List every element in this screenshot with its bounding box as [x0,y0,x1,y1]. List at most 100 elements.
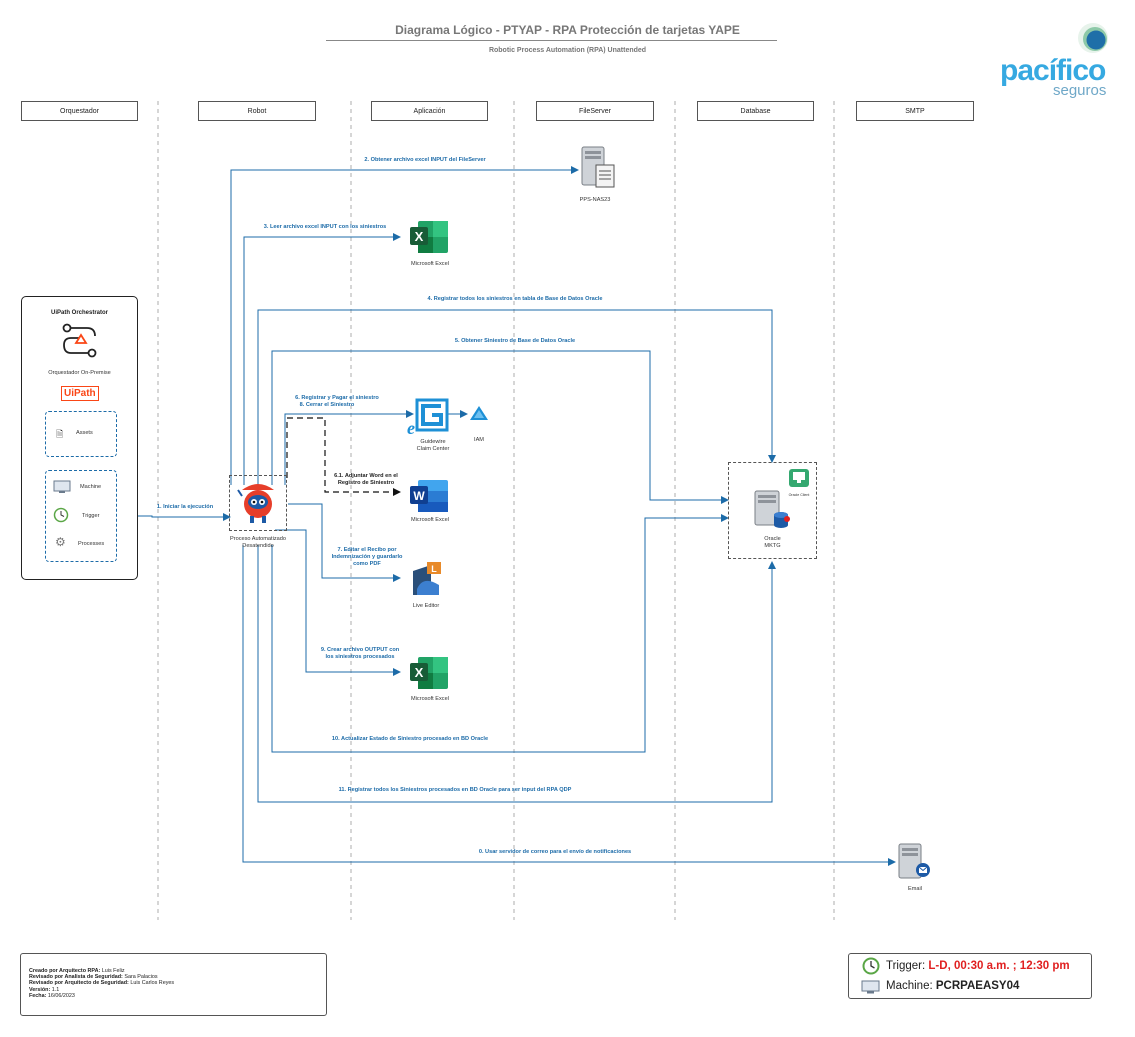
trigger-label: Trigger [82,513,100,519]
arrow-step-3 [243,233,401,485]
step-5-label: 5. Obtener Siniestro de Base de Datos Or… [454,338,576,344]
arrow-step-6-1 [286,417,401,496]
azure-iam-icon [469,405,489,428]
created-by-label: Creado por Arquitecto RPA: [29,968,101,974]
step-9-label-1: 9. Crear archivo OUTPUT con [320,647,400,653]
oracle-client-icon [789,469,809,492]
live-editor-icon: L [409,561,443,602]
email-label: Email [908,886,922,892]
machine-label-text: Machine: [886,980,933,992]
trigger-label-text: Trigger: [886,960,926,972]
pacifico-logo: pacífico seguros [1000,18,1115,100]
step-1-label: 1. Iniciar la ejecución [156,504,214,510]
authorship-lines: Creado por Arquitecto RPA: Luis Feliz Re… [29,968,174,999]
assets-label: Assets [76,430,93,436]
svg-text:L: L [431,564,437,574]
server-icon [580,145,616,194]
iam-label: IAM [474,437,484,443]
step-11-label: 11. Registrar todos los Siniestros proce… [338,787,572,793]
step-6-1-label-1: 6.1. Adjuntar Word en el [334,473,398,479]
trigger-box: Trigger: L-D, 00:30 a.m. ; 12:30 pm Mach… [848,953,1092,999]
step-9-label-2: los siniestros procesados [325,654,395,660]
robot-caption-2: Desatendido [242,543,274,549]
arrow-step-6 [284,410,414,485]
diagram-title: Diagrama Lógico - PTYAP - RPA Protección… [395,23,740,37]
orchestrator-caption: Orquestador On-Premise [48,370,111,376]
orchestrator-icon [61,323,99,364]
resources-group: Machine Trigger ⚙ Processes [45,470,117,562]
trigger-clock-icon [861,957,881,980]
security-analyst-value: Sara Palacios [124,974,158,981]
arrow-step-7 [288,503,401,582]
security-architect-label: Revisado por Arquitecto de Seguridad: [29,980,129,987]
step-7-label-2: Indemnización y guardarlo [331,554,403,560]
svg-text:W: W [413,489,425,503]
version-label: Versión: [29,986,51,993]
machine-name: PCRPAEASY04 [935,980,1020,992]
lane-orquestador: Orquestador [21,101,138,121]
lane-robot: Robot [198,101,316,121]
step-10-label: 10. Actualizar Estado de Siniestro proce… [331,736,489,742]
guidewire-label-1: Guidewire [420,439,446,445]
lane-fileserver: FileServer [536,101,654,121]
guidewire-icon: e [403,398,449,441]
date-label: Fecha: [29,992,47,999]
excel-bottom-label: Microsoft Excel [411,696,449,702]
monitor-icon [53,480,71,499]
gears-icon: ⚙ [55,535,66,549]
machine-monitor-icon [861,980,881,1000]
arrow-step-0 [242,545,896,866]
diagram-subtitle: Robotic Process Automation (RPA) Unatten… [488,47,647,54]
arrow-step-9 [275,529,401,676]
excel-icon-bottom: X [408,655,450,696]
lane-aplicacion: Aplicación [371,101,488,121]
date-row: Fecha: 16/06/2023 [29,993,174,999]
created-by-value: Luis Feliz [101,968,125,974]
email-server-icon [897,842,933,887]
security-row: Revisado por Analista de Seguridad: Sara… [29,974,174,980]
step-8-label: 8. Cerrar el Siniestro [299,402,355,408]
fileserver-label: PPS-NAS23 [579,197,611,203]
database-server-icon [753,489,791,534]
security-analyst-label: Revisado por Analista de Seguridad: [29,974,123,981]
arrow-step-2 [230,166,579,485]
word-label: Microsoft Excel [411,517,449,523]
uipath-logo: UiPath [61,386,99,401]
logo-sub: seguros [1053,82,1107,99]
step-7-label-1: 7. Editar el Recibo por [337,547,397,553]
oracle-client-label: Oracle Client [788,493,810,497]
reviewer-row: Revisado por Arquitecto de Seguridad: Lu… [29,980,174,986]
machine-label: Machine [80,484,102,490]
arrow-step-4 [257,309,776,485]
lane-smtp: SMTP [856,101,974,121]
orchestrator-panel: UiPath Orchestrator Orquestador On-Premi… [21,296,138,580]
document-icon: 🗎 [56,429,64,439]
trigger-schedule: L-D, 00:30 a.m. ; 12:30 pm [928,960,1070,972]
svg-text:X: X [415,665,424,680]
svg-text:e: e [407,418,415,436]
trigger-row: Trigger: L-D, 00:30 a.m. ; 12:30 pm [886,960,1070,972]
step-4-label: 4. Registrar todos los siniestros en tab… [427,296,603,302]
authorship-box: Creado por Arquitecto RPA: Luis Feliz Re… [20,953,327,1016]
step-7-label-3: como PDF [353,561,381,567]
oracle-label-1: Oracle [764,536,781,542]
title-underline [326,40,777,41]
step-6-1-label-2: Registro de Siniestro [337,480,395,486]
version-row: Versión: 1.1 [29,987,174,993]
security-architect-value: Luis Carlos Reyes [130,980,175,987]
arrow-step-10 [271,514,729,753]
excel-top-label: Microsoft Excel [411,261,449,267]
word-icon: W [408,478,450,519]
step-2-label: 2. Obtener archivo excel INPUT del FileS… [364,157,486,163]
step-3-label: 3. Leer archivo excel INPUT con los sini… [263,224,387,230]
robot-node [229,475,287,531]
step-0-label: 0. Usar servidor de correo para el envío… [478,849,632,855]
arrow-step-1 [138,513,231,521]
live-editor-label: Live Editor [412,603,440,609]
machine-row: Machine: PCRPAEASY04 [886,980,1019,992]
step-6-label: 6. Registrar y Pagar el siniestro [295,395,379,401]
svg-text:X: X [415,229,424,244]
robot-icon [237,484,274,523]
robot-caption-1: Proceso Automatizado [230,536,286,542]
